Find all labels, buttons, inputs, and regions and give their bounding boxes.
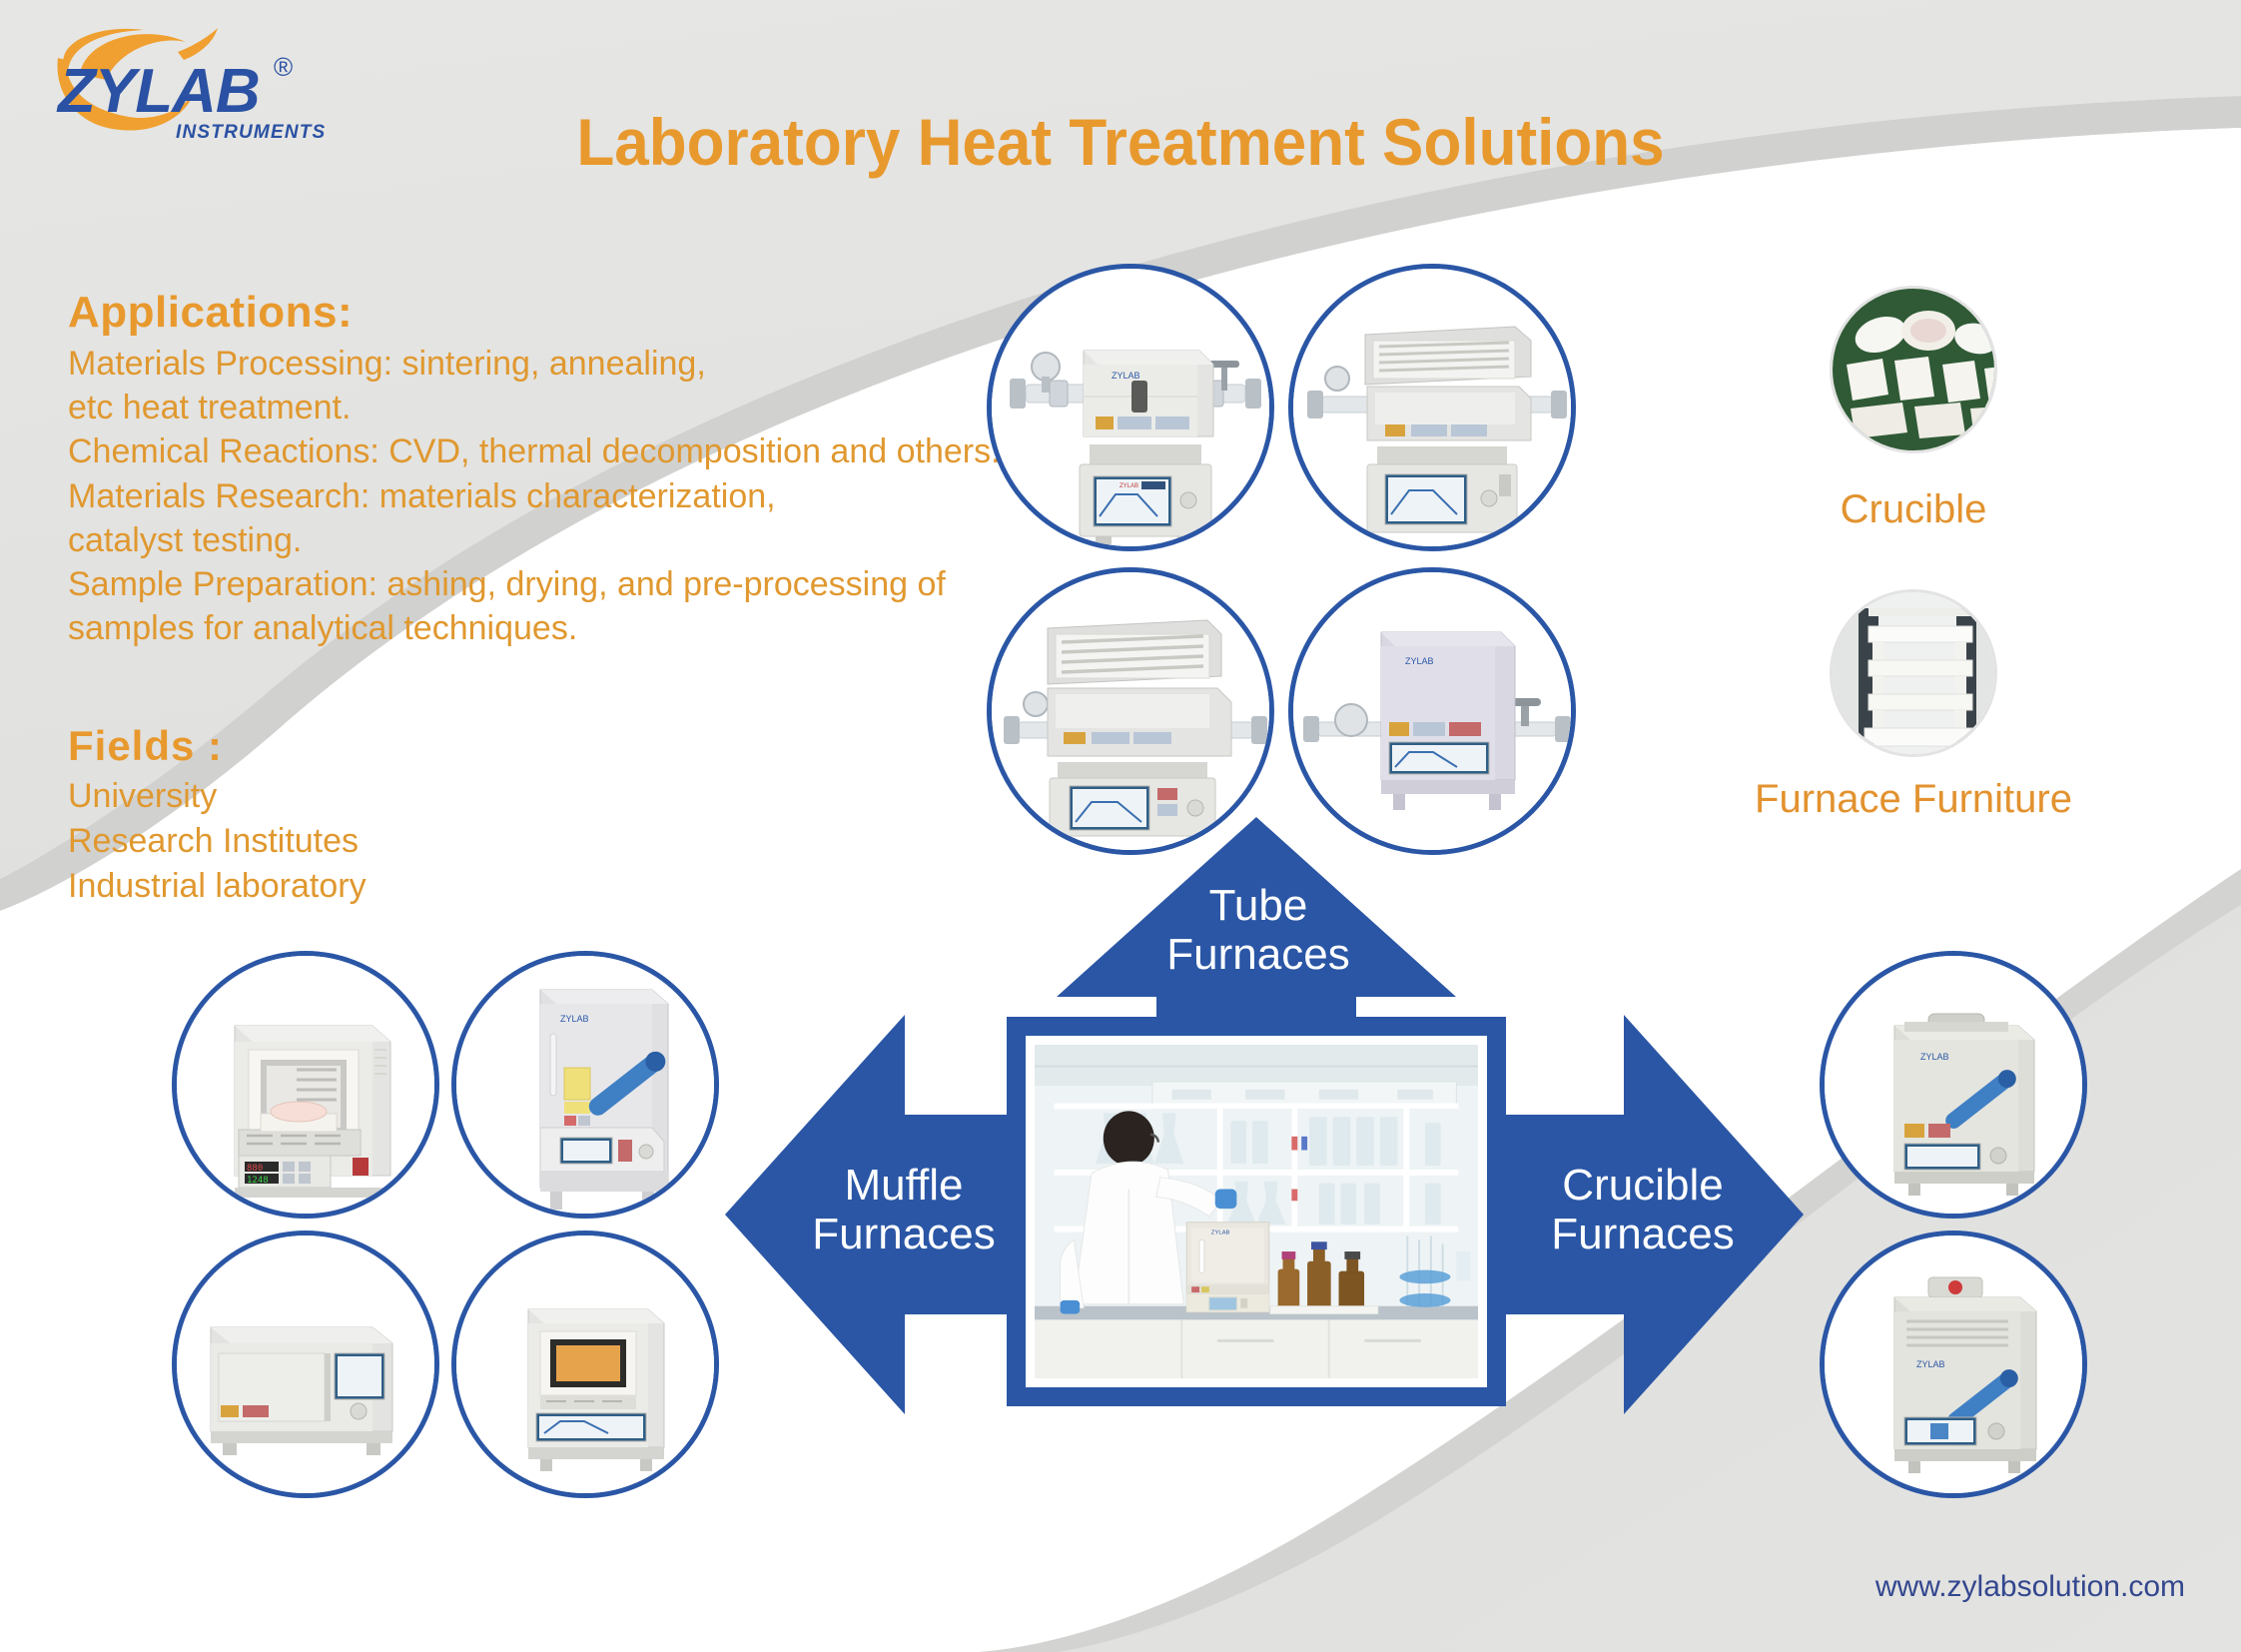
muffle-furnace-photo-4 [456, 1236, 714, 1493]
product-circle-muffle-2: ZYLAB [451, 951, 719, 1219]
svg-text:ZYLAB: ZYLAB [1211, 1230, 1230, 1236]
applications-line: Chemical Reactions: CVD, thermal decompo… [68, 432, 1001, 471]
fields-line: Research Institutes [68, 821, 360, 860]
muffle-furnace-photo-1: 880 1248 [177, 956, 434, 1214]
product-circle-tube-4: ZYLAB [1288, 567, 1576, 855]
crucible-furnace-photo-2: ZYLAB [1825, 1236, 2082, 1493]
fields-line: Industrial laboratory [68, 866, 367, 905]
applications-line: samples for analytical techniques. [68, 609, 578, 648]
crucible-ware-photo [1833, 289, 1994, 450]
furnace-furniture-photo [1833, 592, 1994, 754]
page-title: Laboratory Heat Treatment Solutions [576, 105, 1665, 179]
logo-wordmark: ZYLAB [58, 57, 261, 126]
center-lab-photo: ZYLAB [1021, 1031, 1492, 1392]
right-label-furnace-furniture: Furnace Furniture [1755, 777, 2072, 821]
product-circle-tube-2 [1288, 264, 1576, 551]
applications-line: etc heat treatment. [68, 389, 352, 427]
arrow-label-muffle: Muffle Furnaces [812, 1161, 996, 1259]
product-circle-furnace-furniture [1830, 589, 1997, 757]
svg-text:880: 880 [247, 1164, 263, 1174]
lab-scene-illustration: ZYLAB [1035, 1045, 1478, 1378]
product-circle-muffle-1: 880 1248 [172, 951, 439, 1219]
tube-furnace-photo-1: ZYLAB ZYLAB [992, 269, 1269, 546]
logo-registered-mark: ® [274, 52, 294, 82]
product-circle-crucible-2: ZYLAB [1820, 1231, 2087, 1498]
svg-text:ZYLAB: ZYLAB [1112, 371, 1140, 381]
fields-body: University Research Institutes Industria… [68, 774, 767, 909]
tube-furnace-photo-2 [1293, 269, 1571, 546]
fields-heading: Fields : [68, 722, 224, 769]
muffle-furnace-photo-2: ZYLAB [456, 956, 714, 1214]
tube-furnace-photo-3 [992, 572, 1269, 850]
brand-logo: ZYLAB ® INSTRUMENTS [28, 18, 328, 148]
applications-body: Materials Processing: sintering, anneali… [68, 342, 1001, 650]
product-circle-tube-1: ZYLAB ZYLAB [987, 264, 1274, 551]
crucible-furnace-photo-1: ZYLAB [1825, 956, 2082, 1214]
applications-line: catalyst testing. [68, 520, 303, 559]
arrow-label-tube: Tube Furnaces [1166, 881, 1350, 980]
product-circle-muffle-3: ZYLAB [172, 1231, 439, 1498]
applications-block: Applications: Materials Processing: sint… [68, 288, 1001, 650]
fields-line: University [68, 777, 218, 815]
applications-line: Sample Preparation: ashing, drying, and … [68, 564, 946, 603]
product-circle-crucible-1: ZYLAB [1820, 951, 2087, 1219]
svg-text:ZYLAB: ZYLAB [1920, 1052, 1949, 1062]
applications-line: Materials Processing: sintering, anneali… [68, 345, 706, 383]
logo-subtitle: INSTRUMENTS [176, 122, 327, 143]
svg-text:ZYLAB: ZYLAB [1916, 1359, 1945, 1369]
svg-text:ZYLAB: ZYLAB [1120, 483, 1138, 489]
product-circle-tube-3 [987, 567, 1274, 855]
applications-heading: Applications: [68, 288, 354, 337]
tube-furnace-photo-4: ZYLAB [1293, 572, 1571, 850]
logo-swoosh-icon [57, 28, 218, 131]
fields-block: Fields : University Research Institutes … [68, 722, 767, 909]
right-label-crucible: Crucible [1840, 487, 1987, 531]
arrow-label-crucible: Crucible Furnaces [1551, 1161, 1735, 1259]
svg-text:ZYLAB: ZYLAB [1405, 656, 1434, 666]
product-circle-crucible-ware [1830, 286, 1997, 453]
svg-text:1248: 1248 [247, 1176, 269, 1186]
muffle-furnace-photo-3: ZYLAB [177, 1236, 434, 1493]
footer-website-url[interactable]: www.zylabsolution.com [1874, 1570, 2185, 1603]
product-circle-muffle-4 [451, 1231, 719, 1498]
applications-line: Materials Research: materials characteri… [68, 476, 776, 515]
svg-text:ZYLAB: ZYLAB [560, 1014, 589, 1024]
